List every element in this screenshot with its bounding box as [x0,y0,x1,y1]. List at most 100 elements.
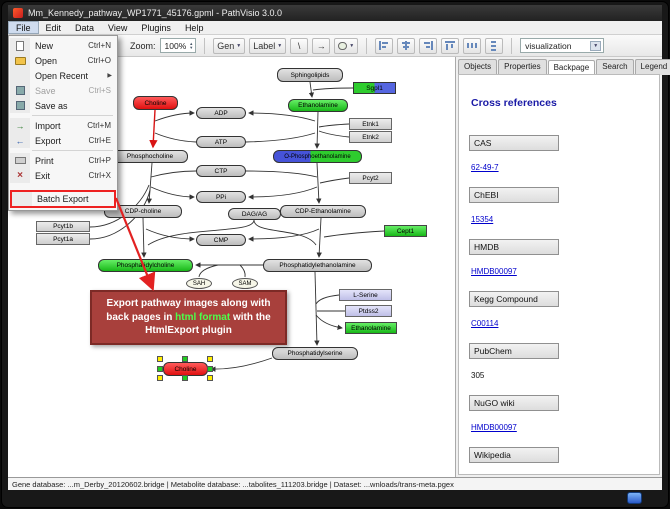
selection-handle[interactable] [157,375,163,381]
taskbar-icon[interactable] [627,492,642,504]
pathway-node-ctp[interactable]: CTP [196,165,246,177]
menu-help[interactable]: Help [184,22,204,33]
backpage-section-hmdb: HMDB HMDB00097 [469,239,649,291]
label-tool-button[interactable]: Label ▼ [249,37,287,54]
pathway-node-phosphatidylcholine[interactable]: Phosphatidylcholine [98,259,193,272]
pathway-node-dag[interactable]: DAG/AG [228,208,281,220]
dropdown-icon[interactable]: ▼ [277,42,283,49]
gene-node-tool-label: Gen [217,40,235,51]
file-menu-open-recent[interactable]: Open Recent ▶ [10,68,116,83]
menu-data[interactable]: Data [75,22,95,33]
pathway-node-pcyt1a[interactable]: Pcyt1a [36,233,90,245]
selection-handle[interactable] [207,366,213,372]
toolbar: Zoom: 100% ▲ ▼ Gen ▼ Label ▼ \ → ▼ visua… [8,35,662,57]
distribute-h-button[interactable] [463,37,482,54]
zoom-spinner[interactable]: ▲ ▼ [189,40,194,50]
backpage-link[interactable]: HMDB00097 [471,423,517,432]
selection-handle[interactable] [157,366,163,372]
pathway-node-ethanolamine-top[interactable]: Ethanolamine [288,99,348,112]
tab-legend[interactable]: Legend [634,59,670,75]
zoom-combo[interactable]: 100% ▲ ▼ [159,38,197,53]
dropdown-icon[interactable]: ▼ [590,40,602,51]
shape-tool-button[interactable]: ▼ [334,37,359,54]
pathway-node-cmp[interactable]: CMP [196,234,246,246]
dropdown-icon[interactable]: ▼ [349,42,355,49]
pathway-node-pcyt1b[interactable]: Pcyt1b [36,221,90,232]
menu-edit[interactable]: Edit [45,22,62,33]
side-panel-tabs: Objects Properties Backpage Search Legen… [456,57,670,76]
selection-handle[interactable] [182,375,188,381]
zoom-value: 100% [164,40,187,51]
align-top-button[interactable] [441,37,460,54]
submenu-arrow-icon: ▶ [107,73,112,79]
pathway-node-ethanolamine-right[interactable]: Ethanolamine [345,322,397,334]
menu-file[interactable]: File [8,21,39,34]
pathway-node-ptdss2[interactable]: Ptdss2 [345,305,392,317]
backpage-link[interactable]: 15354 [471,215,494,224]
window-title: Mm_Kennedy_pathway_WP1771_45176.gpml - P… [28,8,282,18]
menu-plugins[interactable]: Plugins [141,22,171,33]
pathway-node-etnk1[interactable]: Etnk1 [349,118,392,130]
tab-search[interactable]: Search [596,59,634,75]
tab-objects[interactable]: Objects [458,59,498,75]
menu-separator [32,115,113,116]
selection-handle[interactable] [207,375,213,381]
tab-properties[interactable]: Properties [498,59,547,75]
gene-node-tool-button[interactable]: Gen ▼ [213,37,246,54]
pathway-node-etnk2[interactable]: Etnk2 [349,131,392,143]
pathway-node-cdp-ethanolamine[interactable]: CDP-Ethanolamine [280,205,366,218]
spinner-up-icon[interactable]: ▲ [189,40,194,46]
selection-handle[interactable] [157,356,163,362]
zoom-label: Zoom: [130,40,156,51]
menu-bar: File Edit Data View Plugins Help [8,21,662,35]
pathway-node-phosphocholine[interactable]: Phosphocholine [112,150,188,163]
backpage-header: HMDB [469,239,559,255]
pathway-node-phosphatidylserine[interactable]: Phosphatidylserine [272,347,358,360]
menu-separator [32,150,113,151]
pathway-node-choline-selected[interactable]: Choline [163,362,208,376]
pathway-node-sah[interactable]: SAH [186,278,212,289]
pathway-node-pcyt2[interactable]: Pcyt2 [349,172,392,184]
menu-view[interactable]: View [108,22,128,33]
visualization-combo[interactable]: visualization ▼ [520,38,605,53]
backpage-link[interactable]: HMDB00097 [471,267,517,276]
backpage-link[interactable]: 62-49-7 [471,163,499,172]
align-center-button[interactable] [397,37,416,54]
distribute-v-button[interactable] [485,37,504,54]
backpage-link[interactable]: C00114 [471,319,499,328]
align-left-icon [379,41,389,50]
file-menu-batch-export[interactable]: Batch Export [10,190,116,208]
arrow-tool-button[interactable]: → [312,37,331,54]
pathway-node-adp[interactable]: ADP [196,107,246,119]
selection-handle[interactable] [207,356,213,362]
pathway-node-l-serine[interactable]: L-Serine [339,289,392,301]
align-top-icon [445,41,456,50]
align-left-button[interactable] [375,37,394,54]
line-tool-button[interactable]: \ [290,37,309,54]
cross-references-heading: Cross references [471,97,557,109]
pathway-node-o-phosphoethanolamine[interactable]: O-Phosphoethanolamine [273,150,362,163]
file-menu-save-as[interactable]: Save as [10,98,116,113]
backpage-panel: Cross references CAS 62-49-7 ChEBI 15354… [458,74,660,475]
pathway-node-sphingolipids[interactable]: Sphingolipids [277,68,343,82]
backpage-section-wikipedia: Wikipedia Choline [469,447,649,474]
spinner-down-icon[interactable]: ▼ [189,44,194,50]
pathway-node-sgpl1[interactable]: Sgpl1 [353,82,396,94]
tab-backpage[interactable]: Backpage [547,60,596,76]
pathway-node-phosphatidylethanolamine[interactable]: Phosphatidylethanolamine [263,259,372,272]
pathway-node-sam[interactable]: SAM [232,278,258,289]
pathway-node-cept1[interactable]: Cept1 [384,225,427,237]
align-right-button[interactable] [419,37,438,54]
pathway-node-atp[interactable]: ATP [196,136,246,148]
pathway-node-ppi[interactable]: PPi [196,191,246,203]
pathway-node-choline-top[interactable]: Choline [133,96,178,110]
selection-handle[interactable] [182,356,188,362]
dropdown-icon[interactable]: ▼ [236,42,242,49]
